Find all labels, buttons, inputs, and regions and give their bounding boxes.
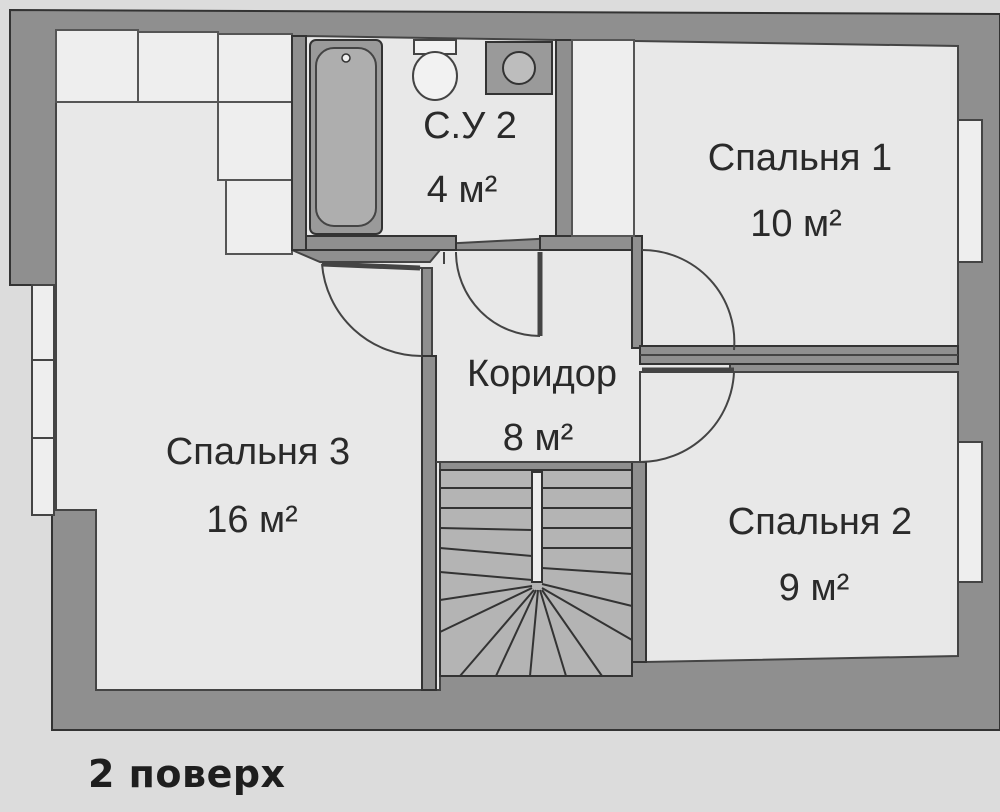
wall-bathroom-bottom <box>305 235 457 251</box>
bedroom-1-name: Спальня 1 <box>708 137 892 179</box>
window-bedroom-2 <box>957 441 983 583</box>
corridor-area: 8 м² <box>503 417 573 459</box>
window-bedroom-3 <box>31 284 55 516</box>
wall-bedroom2-left <box>631 461 647 663</box>
bedroom-2-area: 9 м² <box>779 567 849 609</box>
wardrobe-blocks <box>55 29 293 255</box>
wall-divider-line <box>640 354 958 356</box>
bathroom-area: 4 м² <box>427 169 497 211</box>
wall-bedroom1-left <box>631 235 643 349</box>
bedroom-3-name: Спальня 3 <box>166 431 350 473</box>
sink <box>485 41 553 95</box>
corridor-name: Коридор <box>467 353 617 395</box>
wall-bathroom-left <box>291 35 307 251</box>
wall-corridor-left <box>421 355 437 691</box>
toilet <box>412 39 458 101</box>
staircase <box>439 469 633 677</box>
closet-bedroom-1 <box>571 39 635 237</box>
bedroom-2-floor <box>639 371 959 664</box>
bathroom-name: С.У 2 <box>423 105 517 147</box>
bedroom-2-name: Спальня 2 <box>728 501 912 543</box>
wall-bedroom1-corner <box>539 235 641 251</box>
door-swings <box>321 248 736 464</box>
room-labels: С.У 2 4 м² Спальня 1 10 м² Коридор 8 м² … <box>166 105 912 609</box>
window-bedroom-1 <box>957 119 983 263</box>
windows <box>31 119 983 583</box>
bedroom-1-area: 10 м² <box>750 203 842 245</box>
bedroom-3-area: 16 м² <box>206 499 298 541</box>
bathtub <box>309 39 383 235</box>
floor-title: 2 поверх <box>88 752 286 796</box>
wall-bathroom-right <box>555 39 573 239</box>
